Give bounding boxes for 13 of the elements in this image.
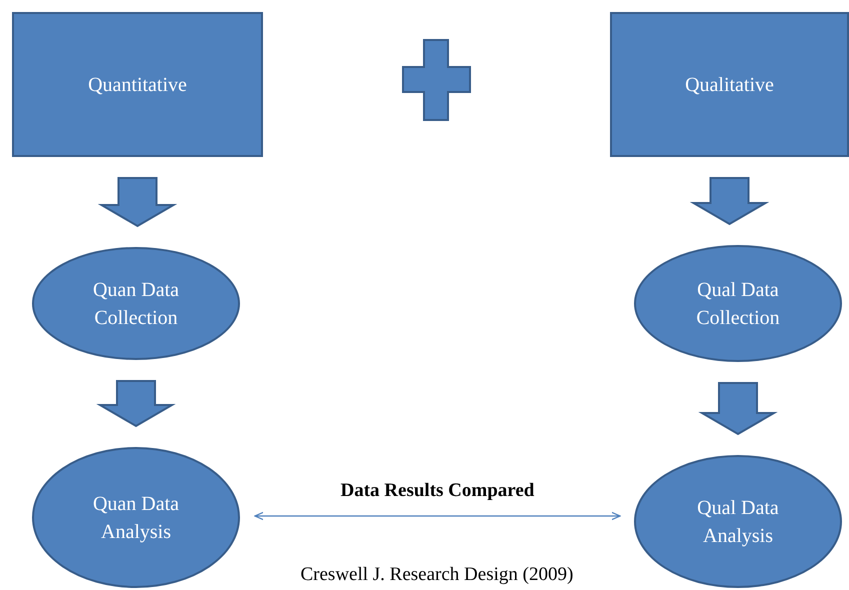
process-ellipse: Quan Data Collection [32, 247, 240, 360]
block-arrow [690, 177, 770, 226]
process-ellipse: Qual Data Analysis [634, 455, 842, 588]
block-arrow [96, 380, 176, 428]
process-box: Qualitative [610, 12, 849, 157]
process-box: Quantitative [12, 12, 263, 157]
block-arrow [98, 177, 178, 228]
edge-label: Data Results Compared [338, 480, 536, 502]
double-arrow [254, 512, 621, 520]
process-ellipse: Quan Data Analysis [32, 447, 240, 588]
process-ellipse: Qual Data Collection [634, 245, 842, 362]
block-arrow [698, 382, 778, 436]
caption: Creswell J. Research Design (2009) [300, 564, 574, 586]
